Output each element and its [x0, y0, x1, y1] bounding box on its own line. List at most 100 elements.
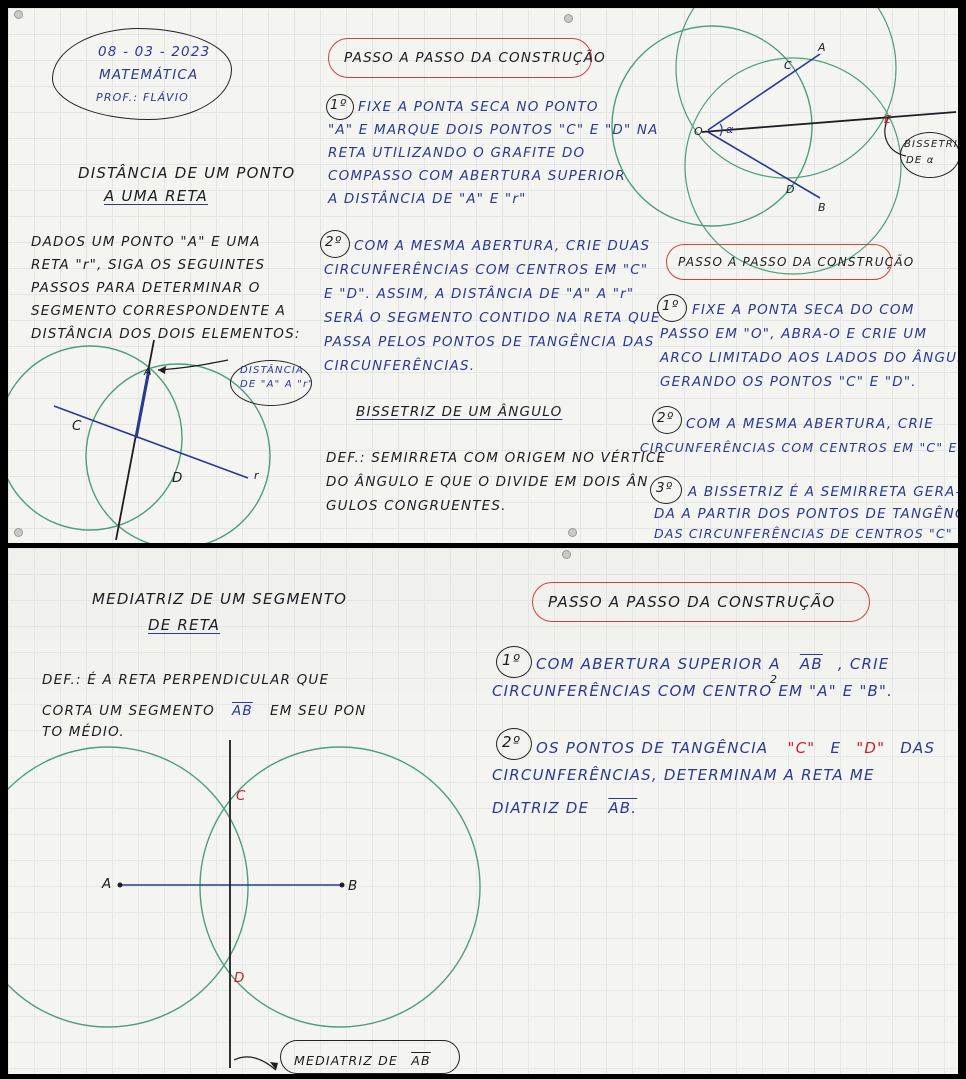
arc-o — [611, 25, 813, 227]
point-b-label: B — [818, 201, 827, 214]
mediatrix-callout: MEDIATRIZ DE AB — [294, 1050, 431, 1069]
mediatrix-def-line: CORTA UM SEGMENTO AB EM SEU PON — [42, 700, 367, 719]
step-number-circle — [496, 646, 532, 678]
bisector-title: BISSETRIZ DE UM ÂNGULO — [356, 404, 563, 420]
step-number-circle — [326, 94, 354, 120]
step-line: DIATRIZ DE AB. — [492, 798, 637, 817]
magnet-icon — [568, 528, 577, 537]
step-line: RETA UTILIZANDO O GRAFITE DO — [328, 145, 586, 161]
steps-title-pill — [666, 244, 892, 280]
step-line: COM ABERTURA SUPERIOR A AB , CRIE — [536, 654, 889, 673]
step-number: 1º — [662, 298, 680, 314]
mediatrix-def-line: DEF.: É A RETA PERPENDICULAR QUE — [42, 672, 330, 688]
callout-cloud — [900, 132, 958, 178]
magnet-icon — [562, 550, 571, 559]
whiteboard-bottom: MEDIATRIZ DE UM SEGMENTO DE RETA DEF.: É… — [8, 548, 958, 1074]
point-a-label: A — [102, 876, 113, 892]
mediatrix-diagram — [8, 740, 481, 1071]
callout-line: BISSETRIZ — [904, 139, 958, 150]
step-line: DA A PARTIR DOS PONTOS DE TANGÊNCIA — [654, 506, 958, 522]
step-number-circle — [657, 294, 687, 322]
circle-b — [199, 746, 481, 1028]
circle-c — [8, 345, 183, 531]
point-d-ref: "D" — [856, 739, 886, 757]
ray-ob — [707, 131, 821, 199]
body-line: SEGMENTO CORRESPONDENTE A — [31, 303, 287, 319]
point-b — [339, 882, 345, 888]
point-b-label: B — [348, 878, 359, 894]
point-c-label: C — [784, 59, 793, 72]
def-text: CORTA UM SEGMENTO — [42, 703, 215, 719]
point-d-label: D — [172, 470, 184, 486]
circle-a — [8, 746, 249, 1028]
mediatrix-def-line: TO MÉDIO. — [42, 724, 125, 740]
distance-segment — [134, 369, 151, 439]
bisector-def-line: GULOS CONGRUENTES. — [326, 498, 507, 514]
step-line: A BISSETRIZ É A SEMIRRETA GERA- — [688, 484, 958, 500]
step-line: A DISTÂNCIA DE "A" E "r" — [328, 191, 527, 207]
step-line: OS PONTOS DE TANGÊNCIA "C" E "D" DAS — [536, 738, 935, 757]
arrowhead — [270, 1062, 278, 1070]
segment-ab: AB — [232, 703, 253, 719]
step-line: CIRCUNFERÊNCIAS COM CENTROS EM "C" — [324, 262, 649, 278]
line-r — [53, 405, 249, 479]
steps-title: PASSO A PASSO DA CONSTRUÇÃO — [678, 255, 915, 269]
step-number: 2º — [657, 410, 675, 426]
segment-ab: AB — [799, 655, 823, 673]
callout-text: MEDIATRIZ DE — [294, 1053, 399, 1068]
step-line: CIRCUNFERÊNCIAS COM CENTROS EM "C" E "D"… — [640, 440, 958, 455]
callout-cloud — [280, 1040, 460, 1074]
callout-cloud — [230, 360, 312, 406]
step-line: COMPASSO COM ABERTURA SUPERIOR — [328, 168, 626, 184]
point-d-label: D — [234, 970, 246, 986]
step-text: COM ABERTURA SUPERIOR A — [536, 655, 781, 673]
step-number-circle — [496, 728, 532, 760]
mediatrix-title: MEDIATRIZ DE UM SEGMENTO — [92, 590, 348, 608]
step-number: 2º — [502, 733, 522, 751]
callout-line: DE α — [906, 155, 935, 166]
point-c-ref: "C" — [787, 739, 816, 757]
step-line: DAS CIRCUNFERÊNCIAS DE CENTROS "C" E "D"… — [654, 526, 958, 541]
callout-arrow — [233, 1056, 277, 1071]
bisector-diagram — [611, 8, 957, 275]
steps-title: PASSO A PASSO DA CONSTRUÇÃO — [344, 50, 606, 66]
step-line: "A" E MARQUE DOIS PONTOS "C" E "D" NA — [328, 122, 659, 138]
step-number-circle — [320, 230, 350, 258]
whiteboard-top: 08 - 03 - 2023 MATEMÁTICA PROF.: FLÁVIO … — [8, 8, 958, 543]
step-line: SERÁ O SEGMENTO CONTIDO NA RETA QUE — [324, 310, 661, 326]
line-r-label: r — [254, 469, 260, 482]
step-line: FIXE A PONTA SECA DO COM — [692, 302, 915, 318]
body-line: DISTÂNCIA DOS DOIS ELEMENTOS: — [31, 326, 301, 342]
step-text: OS PONTOS DE TANGÊNCIA — [536, 739, 769, 757]
step-number: 1º — [502, 651, 522, 669]
step-line: COM A MESMA ABERTURA, CRIE DUAS — [354, 238, 651, 254]
step-line: CIRCUNFERÊNCIAS. — [324, 358, 476, 374]
mediatrix-subtitle: DE RETA — [148, 616, 221, 634]
teacher-text: PROF.: FLÁVIO — [96, 91, 190, 104]
point-a-label: A — [818, 41, 827, 54]
angle-arc — [719, 123, 723, 137]
step-text: E — [830, 739, 842, 757]
step-line: CIRCUNFERÊNCIAS COM CENTRO EM "A" E "B". — [492, 682, 894, 700]
point-a — [117, 882, 123, 888]
body-line: RETA "r", SIGA OS SEGUINTES — [31, 257, 266, 273]
step-text: , CRIE — [837, 655, 890, 673]
circle-d — [684, 57, 902, 275]
point-a-label: A — [144, 365, 153, 378]
step-line: PASSA PELOS PONTOS DE TANGÊNCIA DAS — [324, 334, 655, 350]
arrowhead — [158, 366, 166, 374]
def-text: EM SEU PON — [270, 703, 367, 719]
ray-oa — [707, 53, 821, 131]
step-line: E "D". ASSIM, A DISTÂNCIA DE "A" A "r" — [324, 286, 635, 302]
steps-title-pill — [328, 38, 592, 78]
circle-d — [85, 363, 271, 543]
point-e-label: E — [884, 113, 893, 126]
body-line: DADOS UM PONTO "A" E UMA — [31, 234, 261, 250]
callout-line: DISTÂNCIA — [240, 365, 305, 376]
steps-title: PASSO A PASSO DA CONSTRUÇÃO — [548, 593, 836, 611]
step-line: COM A MESMA ABERTURA, CRIE — [686, 416, 934, 432]
steps-title-pill — [532, 582, 870, 622]
step-line: GERANDO OS PONTOS "C" E "D". — [660, 374, 917, 390]
half-denominator: 2 — [770, 673, 779, 686]
